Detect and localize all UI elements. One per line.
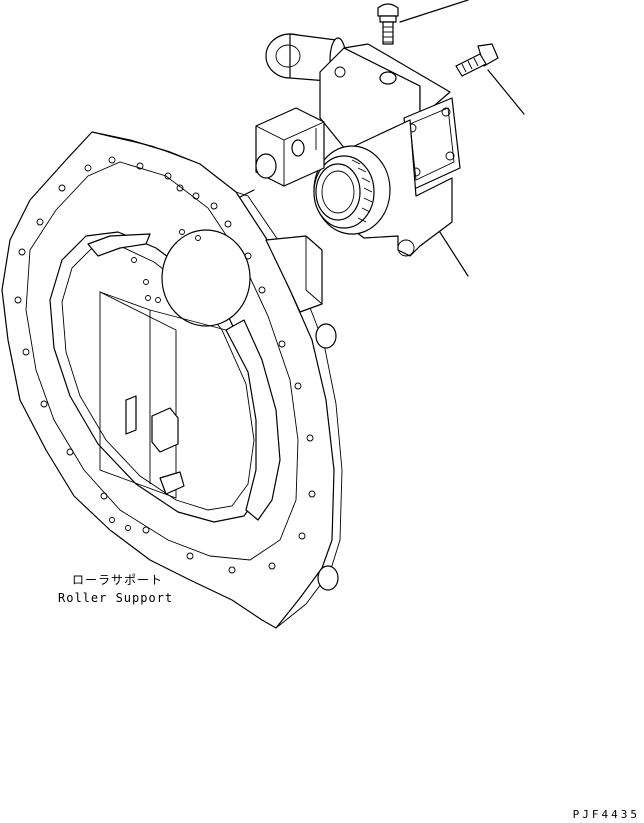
bearing-housing [255,33,461,257]
part-label-japanese: ローラサポート [72,573,164,587]
bearing-rollers [351,159,373,223]
mounting-bolt [455,43,499,77]
roller-support-frame [1,131,343,629]
grease-fitting [377,3,399,45]
bolt-holes [14,156,316,574]
part-label-english: Roller Support [58,591,174,605]
figure-code: PJF4435 [572,808,640,821]
